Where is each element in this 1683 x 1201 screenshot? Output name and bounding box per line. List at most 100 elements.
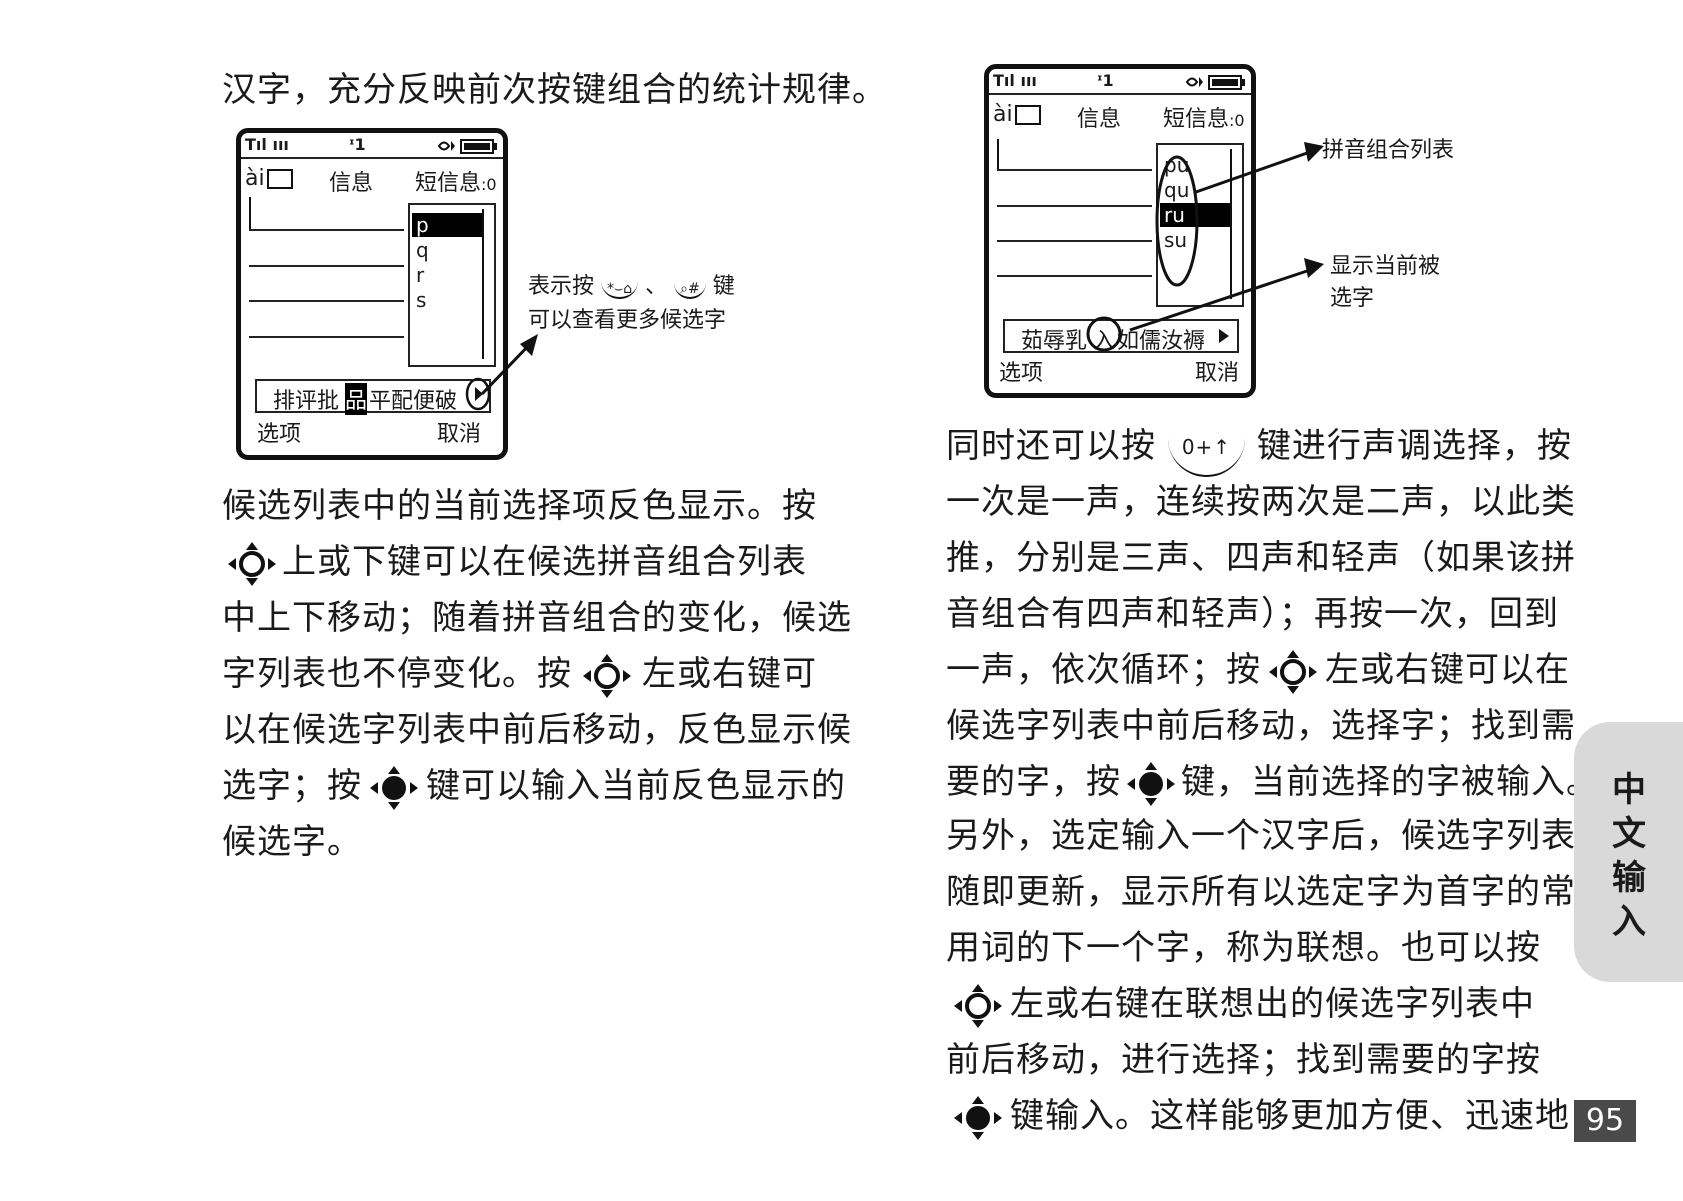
header-title: 信息 xyxy=(329,171,374,196)
right-paragraph: 同时还可以按 0+↑ 键进行声调选择，按 一次是一声，连续按两次是二声，以此类 … xyxy=(946,418,1601,810)
book-icon xyxy=(1014,105,1041,125)
candidates-after[interactable]: 如儒汝褥 xyxy=(1117,329,1206,354)
list-item[interactable]: su xyxy=(1164,228,1188,252)
para-line: 中上下移动；随着拼音组合的变化，候选 xyxy=(222,598,852,638)
signal-icon: Tıl ııı xyxy=(993,71,1037,90)
candidates-before[interactable]: 排评批 xyxy=(273,389,340,414)
list-item[interactable]: q xyxy=(416,238,429,262)
highlight-ellipse xyxy=(1155,155,1199,287)
softkey-options[interactable]: 选项 xyxy=(257,422,302,447)
para-line: 以在候选字列表中前后移动，反色显示候 xyxy=(222,710,852,750)
callout-arrows-2 xyxy=(1129,142,1324,332)
left-paragraph: 候选列表中的当前选择项反色显示。按 上或下键可以在候选拼音组合列表 中上下移动；… xyxy=(222,478,852,870)
nav-key-center-icon xyxy=(1127,761,1175,806)
zero-key-icon: 0+↑ xyxy=(1167,419,1246,477)
para-line: 候选字。 xyxy=(222,822,362,862)
callout-label-selected-2: 选字 xyxy=(1330,286,1375,311)
signal-icon: Tıl ııı xyxy=(245,135,289,154)
para-line: 另外，选定输入一个汉字后，候选字列表 xyxy=(946,816,1576,856)
text-cursor xyxy=(997,139,999,169)
pinyin-list[interactable]: p q r s xyxy=(408,203,496,367)
para-line: 音组合有四声和轻声）；再按一次，回到 xyxy=(946,594,1559,634)
para-line: 左或右键在联想出的候选字列表中 xyxy=(946,976,1576,1032)
text-cursor xyxy=(249,197,251,229)
nav-key-ring-icon xyxy=(583,653,631,698)
header-messages: 短信息:0 xyxy=(415,171,497,196)
nav-key-ring-icon xyxy=(954,983,1002,1028)
para-line: 选字；按键可以输入当前反色显示的 xyxy=(222,758,852,814)
right-arrow-icon xyxy=(1219,329,1229,343)
status-divider xyxy=(241,157,503,159)
list-item[interactable]: p xyxy=(412,213,482,237)
candidates-before[interactable]: 茹辱乳 xyxy=(1021,329,1088,354)
input-line-1 xyxy=(249,229,404,231)
header-title: 信息 xyxy=(1077,107,1122,132)
battery-icon xyxy=(1185,75,1245,90)
callout-note-1-line2: 可以查看更多候选字 xyxy=(528,308,727,333)
para-line: 随即更新，显示所有以选定字为首字的常 xyxy=(946,872,1576,912)
input-line-2 xyxy=(997,205,1152,207)
input-line-3 xyxy=(249,300,404,302)
page-number: 95 xyxy=(1574,1100,1636,1142)
status-indicator: ᶦ1 xyxy=(349,135,366,154)
chapter-side-tab: 中 文 输 入 xyxy=(1574,722,1683,982)
callout-label-selected-1: 显示当前被 xyxy=(1330,254,1441,279)
nav-key-ring-icon xyxy=(1269,649,1317,694)
input-line-4 xyxy=(249,336,404,338)
nav-key-center-icon xyxy=(370,765,418,810)
candidates-after[interactable]: 平配便破 xyxy=(369,389,458,414)
para-line: 上或下键可以在候选拼音组合列表 xyxy=(222,534,852,590)
callout-arrow-1 xyxy=(480,334,538,396)
candidate-bar[interactable]: 排评批 品 平配便破 xyxy=(255,379,491,415)
input-line-4 xyxy=(997,275,1152,277)
input-mode-label: ài xyxy=(245,166,293,191)
softkey-cancel[interactable]: 取消 xyxy=(437,422,482,447)
input-line-2 xyxy=(249,265,404,267)
para-line: 候选列表中的当前选择项反色显示。按 xyxy=(222,486,817,526)
nav-key-center-icon xyxy=(954,1095,1002,1140)
callout-note-1: 表示按 *⌣⌂ 、 ⌕# 键 xyxy=(528,274,735,299)
side-tab-char: 文 xyxy=(1612,814,1646,854)
candidate-bar[interactable]: 茹辱乳 入 如儒汝褥 xyxy=(1003,319,1239,354)
para-line: 键输入。这样能够更加方便、迅速地 xyxy=(946,1088,1576,1144)
header-messages: 短信息:0 xyxy=(1163,107,1245,132)
battery-icon xyxy=(437,139,497,154)
list-scrollbar[interactable] xyxy=(1230,149,1232,299)
para-line: 推，分别是三声、四声和轻声（如果该拼 xyxy=(946,538,1576,578)
para-line: 候选字列表中前后移动，选择字；找到需 xyxy=(946,706,1576,746)
intro-line: 汉字，充分反映前次按键组合的统计规律。 xyxy=(222,70,887,110)
hash-key-icon: ⌕# xyxy=(674,281,706,299)
softkey-cancel[interactable]: 取消 xyxy=(1195,361,1240,386)
input-line-3 xyxy=(997,240,1152,242)
list-item[interactable]: s xyxy=(416,288,427,312)
side-tab-char: 入 xyxy=(1612,902,1646,942)
para-line: 前后移动，进行选择；找到需要的字按 xyxy=(946,1040,1541,1080)
nav-key-ring-icon xyxy=(228,541,276,586)
para-line: 同时还可以按 0+↑ 键进行声调选择，按 xyxy=(946,418,1601,477)
para-line: 要的字，按键，当前选择的字被输入。 xyxy=(946,754,1601,810)
softkey-options[interactable]: 选项 xyxy=(999,361,1044,386)
list-item[interactable]: qu xyxy=(1164,178,1190,202)
book-icon xyxy=(266,169,293,189)
list-item[interactable]: r xyxy=(416,263,425,287)
more-candidates-icon xyxy=(465,377,491,411)
phone-screen-1: Tıl ııı ᶦ1 ài 信息 短信息:0 p q r s 排评批 品 平配便… xyxy=(236,128,508,460)
selected-char-circle xyxy=(1086,316,1122,352)
para-line: 字列表也不停变化。按左或右键可 xyxy=(222,646,852,702)
status-divider xyxy=(989,93,1251,95)
side-tab-char: 中 xyxy=(1612,770,1646,810)
para-line: 一声，依次循环；按左或右键可以在 xyxy=(946,642,1601,698)
input-line-1 xyxy=(997,169,1152,171)
phone-screen-2: Tıl ııı ᶦ1 ài 信息 短信息:0 pu qu ru su 茹辱乳 入… xyxy=(984,64,1256,398)
para-line: 一次是一声，连续按两次是二声，以此类 xyxy=(946,482,1576,522)
star-key-icon: *⌣⌂ xyxy=(601,281,639,299)
input-mode-label: ài xyxy=(993,102,1041,127)
list-item[interactable]: ru xyxy=(1160,203,1230,227)
side-tab-char: 输 xyxy=(1612,858,1646,898)
callout-label-pinyin: 拼音组合列表 xyxy=(1322,138,1455,163)
status-indicator: ᶦ1 xyxy=(1097,71,1114,90)
para-line: 用词的下一个字，称为联想。也可以按 xyxy=(946,928,1541,968)
right-paragraph-2: 另外，选定输入一个汉字后，候选字列表 随即更新，显示所有以选定字为首字的常 用词… xyxy=(946,808,1576,1144)
list-scrollbar[interactable] xyxy=(482,209,484,359)
candidate-selected[interactable]: 品 xyxy=(345,383,368,415)
